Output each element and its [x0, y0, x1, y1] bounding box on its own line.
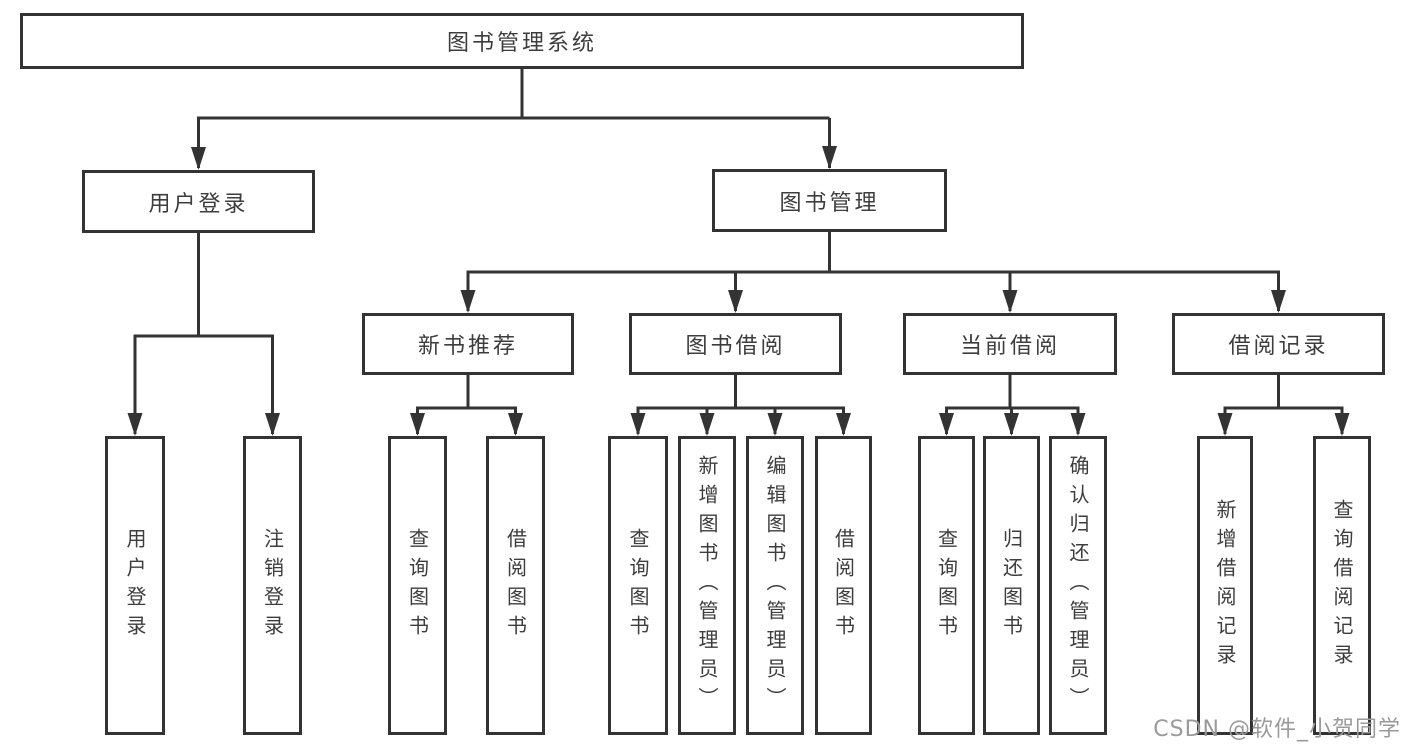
leaf-borrow-add-books-admin-label: 新增图书（管理员）: [695, 455, 719, 716]
node-user-login: 用户登录: [82, 170, 315, 233]
node-book-management: 图书管理: [712, 169, 947, 232]
node-new-book-recommend-label: 新书推荐: [417, 334, 518, 359]
leaf-newbook-query-books-label: 查询图书: [405, 527, 430, 644]
leaf-record-add-borrow-record: 新增借阅记录: [1197, 436, 1253, 735]
connector-bookmgmt-to-level3: [466, 232, 1280, 311]
leaf-record-query-borrow-record: 查询借阅记录: [1313, 436, 1371, 735]
leaf-borrow-query-books: 查询图书: [608, 436, 668, 735]
leaf-current-query-books-label: 查询图书: [934, 527, 959, 644]
node-root: 图书管理系统: [20, 13, 1024, 69]
leaf-record-add-borrow-record-label: 新增借阅记录: [1213, 498, 1237, 673]
node-current-borrow: 当前借阅: [903, 313, 1117, 375]
connector-userlogin-to-leaves: [133, 233, 274, 434]
node-borrow-record: 借阅记录: [1172, 313, 1385, 375]
leaf-borrow-borrow-books: 借阅图书: [815, 436, 872, 735]
leaf-user-login: 用户登录: [105, 436, 165, 735]
leaf-newbook-borrow-books-label: 借阅图书: [503, 527, 528, 644]
node-book-borrow: 图书借阅: [629, 313, 842, 375]
leaf-borrow-query-books-label: 查询图书: [626, 527, 650, 644]
leaf-borrow-edit-books-admin: 编辑图书（管理员）: [746, 436, 804, 735]
leaf-current-confirm-return-admin: 确认归还（管理员）: [1049, 436, 1107, 735]
leaf-borrow-borrow-books-label: 借阅图书: [831, 527, 856, 644]
node-book-management-label: 图书管理: [779, 190, 880, 216]
node-root-label: 图书管理系统: [446, 31, 597, 56]
node-current-borrow-label: 当前借阅: [959, 334, 1060, 359]
connector-root-to-level2: [197, 69, 831, 168]
csdn-watermark: CSDN @软件_小贺同学: [1153, 717, 1401, 742]
leaf-logout-label: 注销登录: [260, 527, 285, 644]
leaf-newbook-query-books: 查询图书: [388, 436, 447, 735]
connector-borrowrecord-to-leaves: [1223, 375, 1344, 434]
leaf-current-return-books-label: 归还图书: [999, 527, 1024, 644]
node-book-borrow-label: 图书借阅: [685, 334, 786, 359]
leaf-current-query-books: 查询图书: [918, 436, 975, 735]
connector-newbook-to-leaves: [416, 375, 517, 434]
node-borrow-record-label: 借阅记录: [1228, 334, 1329, 359]
connector-bookborrow-to-leaves: [636, 375, 845, 434]
leaf-newbook-borrow-books: 借阅图书: [486, 436, 545, 735]
leaf-record-query-borrow-record-label: 查询借阅记录: [1330, 498, 1354, 673]
leaf-current-confirm-return-admin-label: 确认归还（管理员）: [1066, 455, 1090, 716]
node-new-book-recommend: 新书推荐: [362, 313, 574, 375]
leaf-borrow-add-books-admin: 新增图书（管理员）: [678, 436, 736, 735]
leaf-current-return-books: 归还图书: [983, 436, 1040, 735]
leaf-logout: 注销登录: [243, 436, 302, 735]
leaf-borrow-edit-books-admin-label: 编辑图书（管理员）: [763, 455, 787, 716]
node-user-login-label: 用户登录: [148, 191, 249, 217]
leaf-user-login-label: 用户登录: [123, 527, 147, 644]
